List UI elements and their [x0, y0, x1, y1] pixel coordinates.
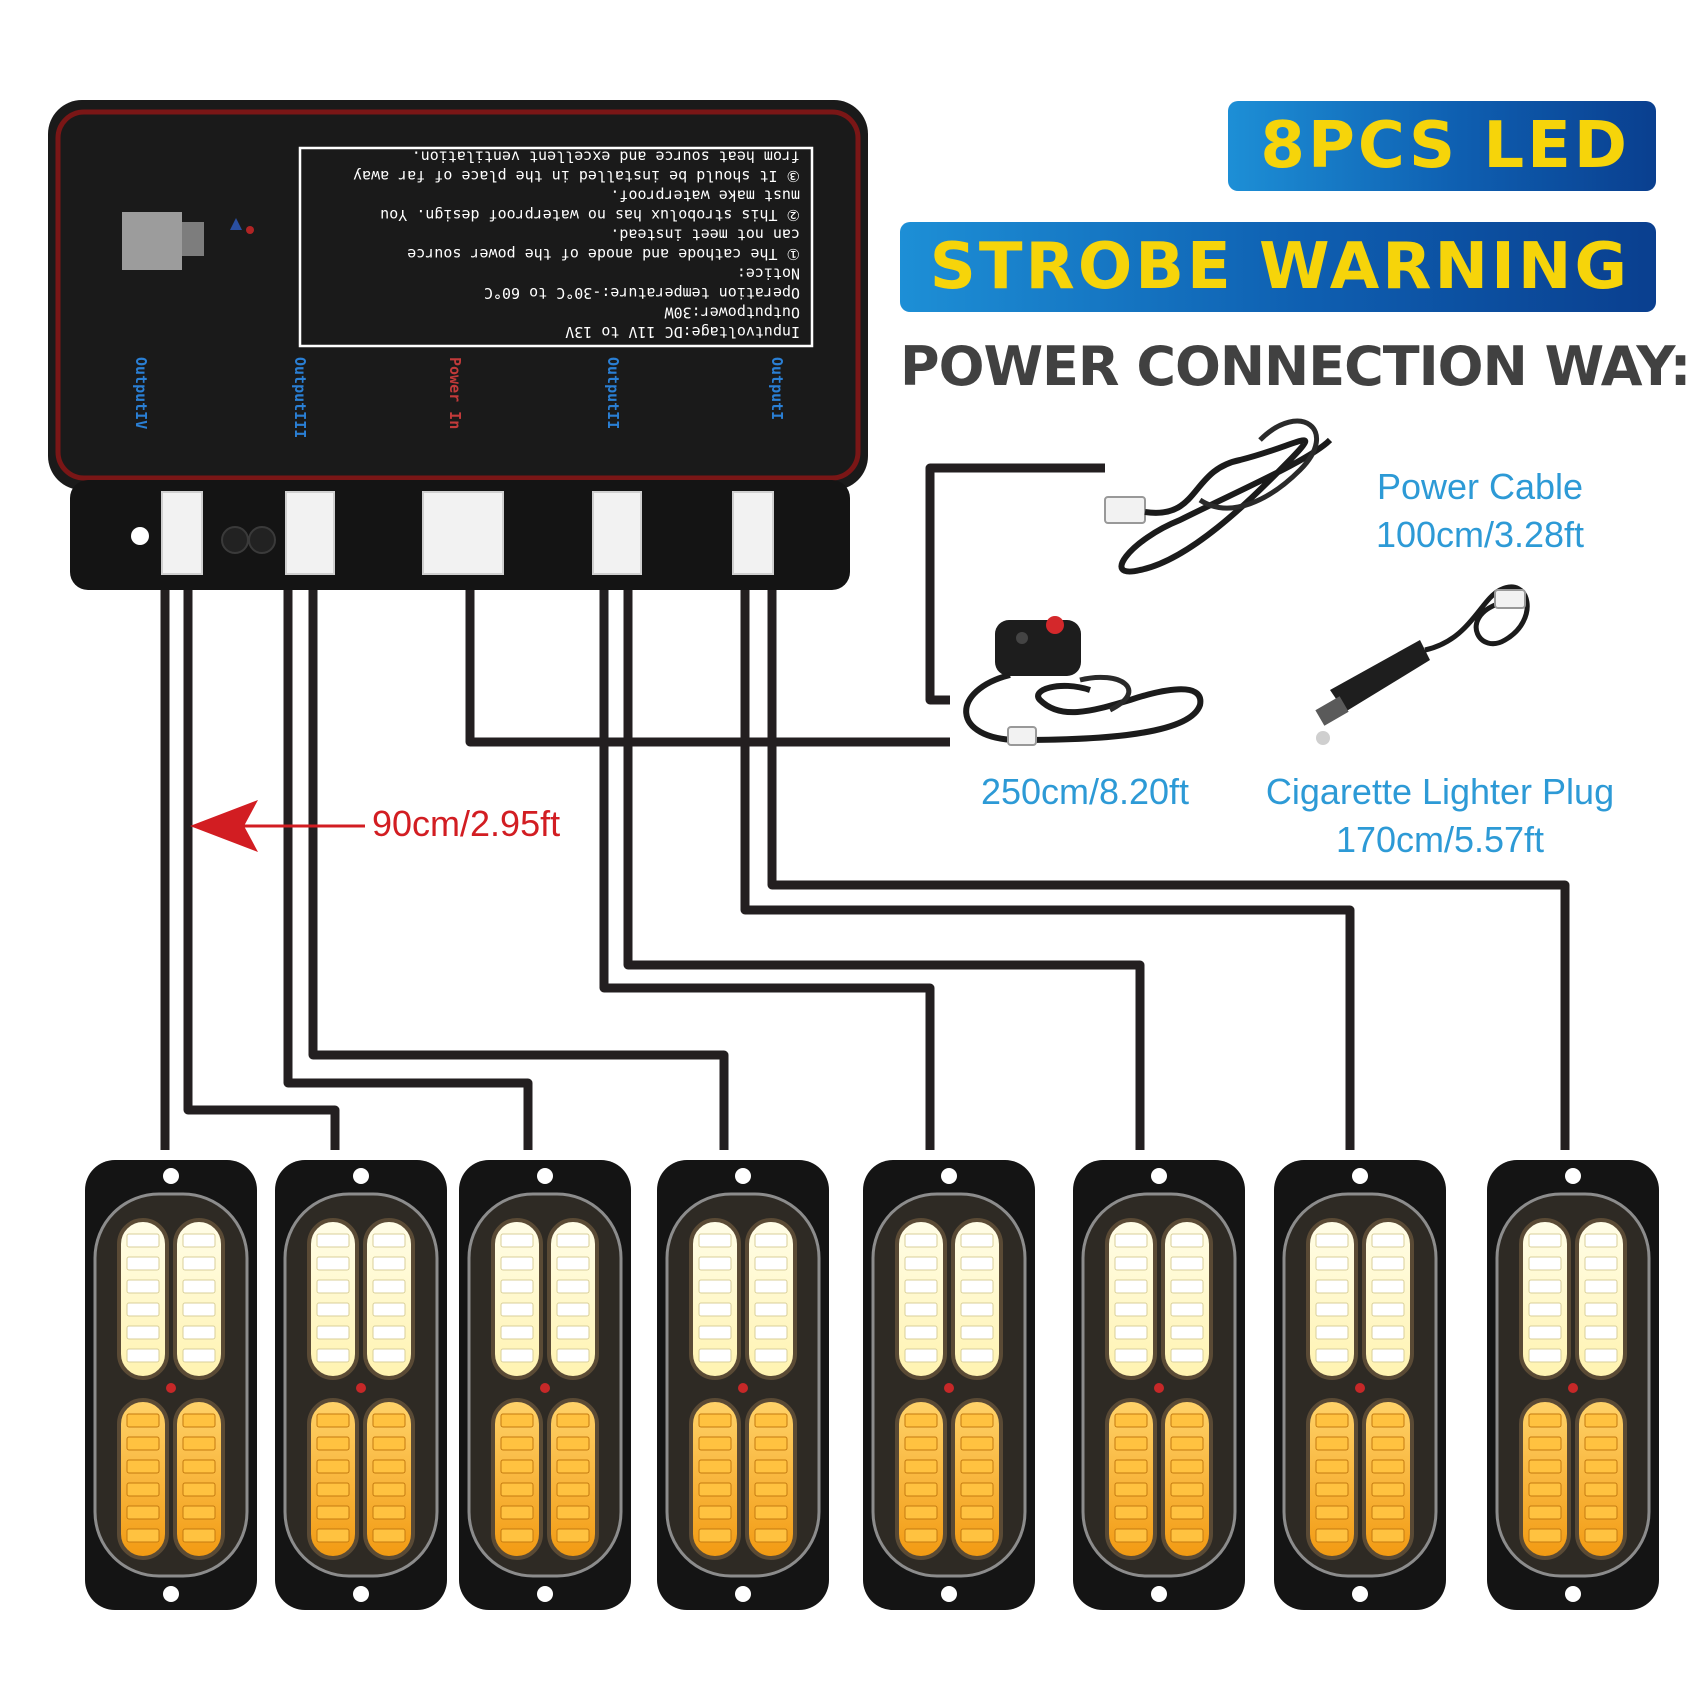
mount-hole [1565, 1168, 1581, 1184]
spec-line: Outputpower:30W [664, 304, 800, 322]
mount-hole [537, 1586, 553, 1602]
headline-badge-8pcs: 8PCS LED [1228, 101, 1656, 191]
power-connection-heading: POWER CONNECTION WAY: [900, 335, 1691, 398]
cigarette-plug-caption: Cigarette Lighter Plug 170cm/5.57ft [1240, 768, 1640, 864]
headline-badge-strobe: STROBE WARNING [900, 222, 1656, 312]
mount-hole [1151, 1168, 1167, 1184]
mount-hole [735, 1168, 751, 1184]
mount-hole [353, 1168, 369, 1184]
power-cable-title: Power Cable [1376, 466, 1584, 507]
headline-line1: 8PCS LED [1260, 109, 1630, 183]
mount-hole [537, 1168, 553, 1184]
mount-hole [1352, 1168, 1368, 1184]
mount-hole [1151, 1586, 1167, 1602]
headline-line2: STROBE WARNING [929, 230, 1630, 304]
mount-hole [163, 1586, 179, 1602]
switch-cable-caption: 250cm/8.20ft [960, 768, 1210, 816]
spec-label-text: Inputvoltage:DC 11V to 13VOutputpower:30… [353, 148, 800, 342]
cable-length-arrow [190, 800, 365, 852]
spec-line: Inputvoltage:DC 11V to 13V [565, 323, 800, 341]
cable-length-label: 90cm/2.95ft [372, 803, 561, 844]
power-cable-image [1104, 418, 1333, 575]
mount-hole [1352, 1586, 1368, 1602]
port-label: OutputI [768, 357, 786, 420]
spec-line: Notice: [737, 265, 800, 283]
strobe-light-row [85, 1160, 1659, 1610]
strobe-light-unit [275, 1160, 447, 1610]
strobe-light-unit [657, 1160, 829, 1610]
mount-hole [941, 1586, 957, 1602]
port-labels: OutputIV OutputIII Power In OutputII OutputI [132, 357, 786, 438]
port-label: Power In [446, 357, 464, 429]
power-cable-caption: Power Cable 100cm/3.28ft [1330, 463, 1630, 559]
strobe-light-unit [459, 1160, 631, 1610]
strobe-light-unit [1073, 1160, 1245, 1610]
cigarette-plug-title: Cigarette Lighter Plug [1265, 771, 1615, 812]
cigarette-plug-length: 170cm/5.57ft [1335, 819, 1545, 860]
strobe-light-unit [1487, 1160, 1659, 1610]
strobe-light-unit [85, 1160, 257, 1610]
spec-line: can not meet instead. [610, 226, 800, 244]
spec-line: must make waterproof. [610, 187, 800, 205]
switch-cable-length: 250cm/8.20ft [980, 771, 1190, 812]
port-label: OutputIII [291, 357, 309, 438]
mount-hole [735, 1586, 751, 1602]
strobe-light-unit [1274, 1160, 1446, 1610]
control-box: Inputvoltage:DC 11V to 13VOutputpower:30… [48, 100, 868, 590]
spec-line: ③ It should be installed in the place of… [353, 167, 800, 185]
spec-line: ① The cathode and anode of the power sou… [407, 245, 800, 263]
mount-hole [941, 1168, 957, 1184]
power-cable-length: 100cm/3.28ft [1375, 514, 1585, 555]
mount-hole [163, 1168, 179, 1184]
switch-cable-image [963, 616, 1204, 746]
wire-connectors [161, 491, 774, 575]
mount-hole [1565, 1586, 1581, 1602]
spec-line: ② This strobolux has no waterproof desig… [380, 206, 800, 224]
mount-hole [353, 1586, 369, 1602]
spec-line: from heat source and excellent ventilati… [412, 148, 800, 166]
port-label: OutputII [604, 357, 622, 429]
cigarette-lighter-plug-image [1315, 584, 1530, 745]
port-label: OutputIV [132, 357, 150, 429]
spec-line: Operation temperature:-30°C to 60°C [484, 284, 800, 302]
strobe-light-unit [863, 1160, 1035, 1610]
wiring-cables [160, 463, 1570, 1150]
